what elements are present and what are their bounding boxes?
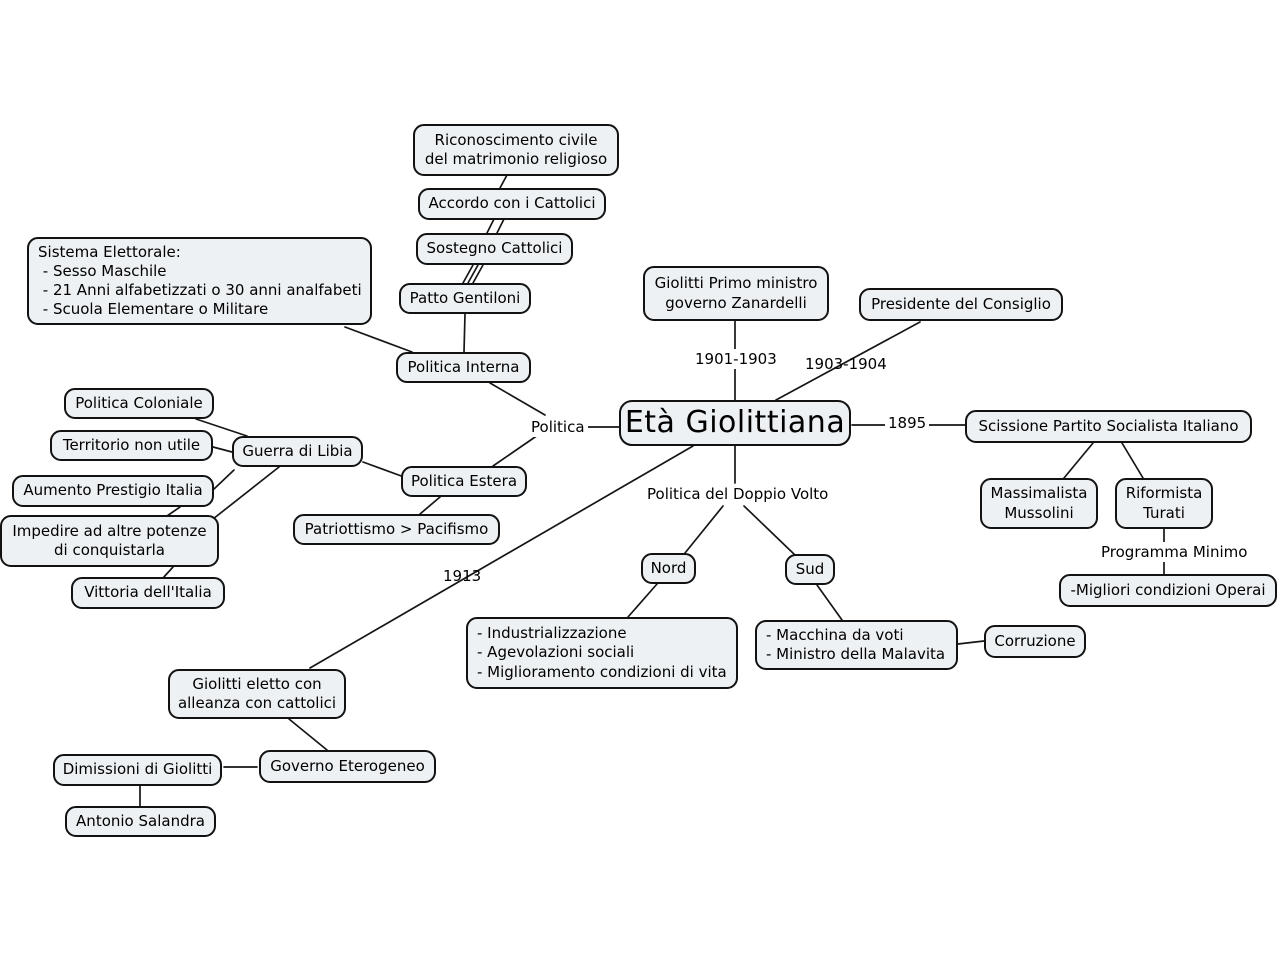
node-vittoria-italia[interactable]: Vittoria dell'Italia	[71, 577, 225, 609]
node-patto-gentiloni[interactable]: Patto Gentiloni	[399, 283, 531, 314]
node-territorio-non-utile[interactable]: Territorio non utile	[50, 430, 213, 461]
node-giolitti-primo-ministro[interactable]: Giolitti Primo ministro governo Zanardel…	[643, 266, 829, 321]
node-corruzione[interactable]: Corruzione	[984, 625, 1086, 658]
edge-label-1913[interactable]: 1913	[443, 567, 482, 585]
edge-label-doppio-volto[interactable]: Politica del Doppio Volto	[644, 484, 832, 504]
edge-label-politica[interactable]: Politica	[528, 417, 588, 437]
edge-label-1903-1904[interactable]: 1903-1904	[805, 355, 887, 373]
node-effetti-sud[interactable]: - Macchina da voti - Ministro della Mala…	[755, 620, 958, 670]
node-politica-coloniale[interactable]: Politica Coloniale	[64, 388, 214, 419]
node-massimalista-mussolini[interactable]: Massimalista Mussolini	[980, 478, 1098, 529]
node-migliori-condizioni[interactable]: -Migliori condizioni Operai	[1059, 574, 1277, 607]
node-antonio-salandra[interactable]: Antonio Salandra	[65, 806, 216, 837]
node-riconoscimento-civile[interactable]: Riconoscimento civile del matrimonio rel…	[413, 124, 619, 176]
node-politica-estera[interactable]: Politica Estera	[401, 466, 527, 497]
node-sostegno-cattolici[interactable]: Sostegno Cattolici	[416, 233, 573, 265]
node-aumento-prestigio[interactable]: Aumento Prestigio Italia	[12, 475, 214, 507]
node-guerra-di-libia[interactable]: Guerra di Libia	[232, 436, 363, 467]
node-sud[interactable]: Sud	[785, 554, 835, 585]
node-politica-interna[interactable]: Politica Interna	[396, 352, 531, 383]
node-effetti-nord[interactable]: - Industrializzazione - Agevolazioni soc…	[466, 617, 738, 689]
node-scissione-psi[interactable]: Scissione Partito Socialista Italiano	[965, 410, 1252, 443]
node-presidente-consiglio[interactable]: Presidente del Consiglio	[859, 288, 1063, 321]
node-nord[interactable]: Nord	[641, 553, 696, 584]
node-patriottismo-pacifismo[interactable]: Patriottismo > Pacifismo	[293, 514, 500, 545]
edge-label-1895[interactable]: 1895	[885, 413, 930, 433]
node-impedire-potenze[interactable]: Impedire ad altre potenze di conquistarl…	[0, 515, 219, 567]
node-accordo-cattolici[interactable]: Accordo con i Cattolici	[418, 188, 606, 220]
node-governo-eterogeneo[interactable]: Governo Eterogeneo	[259, 750, 436, 783]
node-giolitti-eletto[interactable]: Giolitti eletto con alleanza con cattoli…	[168, 669, 346, 719]
node-sistema-elettorale[interactable]: Sistema Elettorale: - Sesso Maschile - 2…	[27, 237, 372, 325]
node-dimissioni-giolitti[interactable]: Dimissioni di Giolitti	[53, 754, 222, 786]
node-riformista-turati[interactable]: Riformista Turati	[1115, 478, 1213, 529]
edge-label-programma-minimo[interactable]: Programma Minimo	[1098, 542, 1251, 562]
edge-label-1901-1903[interactable]: 1901-1903	[692, 349, 780, 369]
node-eta-giolittiana[interactable]: Età Giolittiana	[619, 400, 851, 446]
